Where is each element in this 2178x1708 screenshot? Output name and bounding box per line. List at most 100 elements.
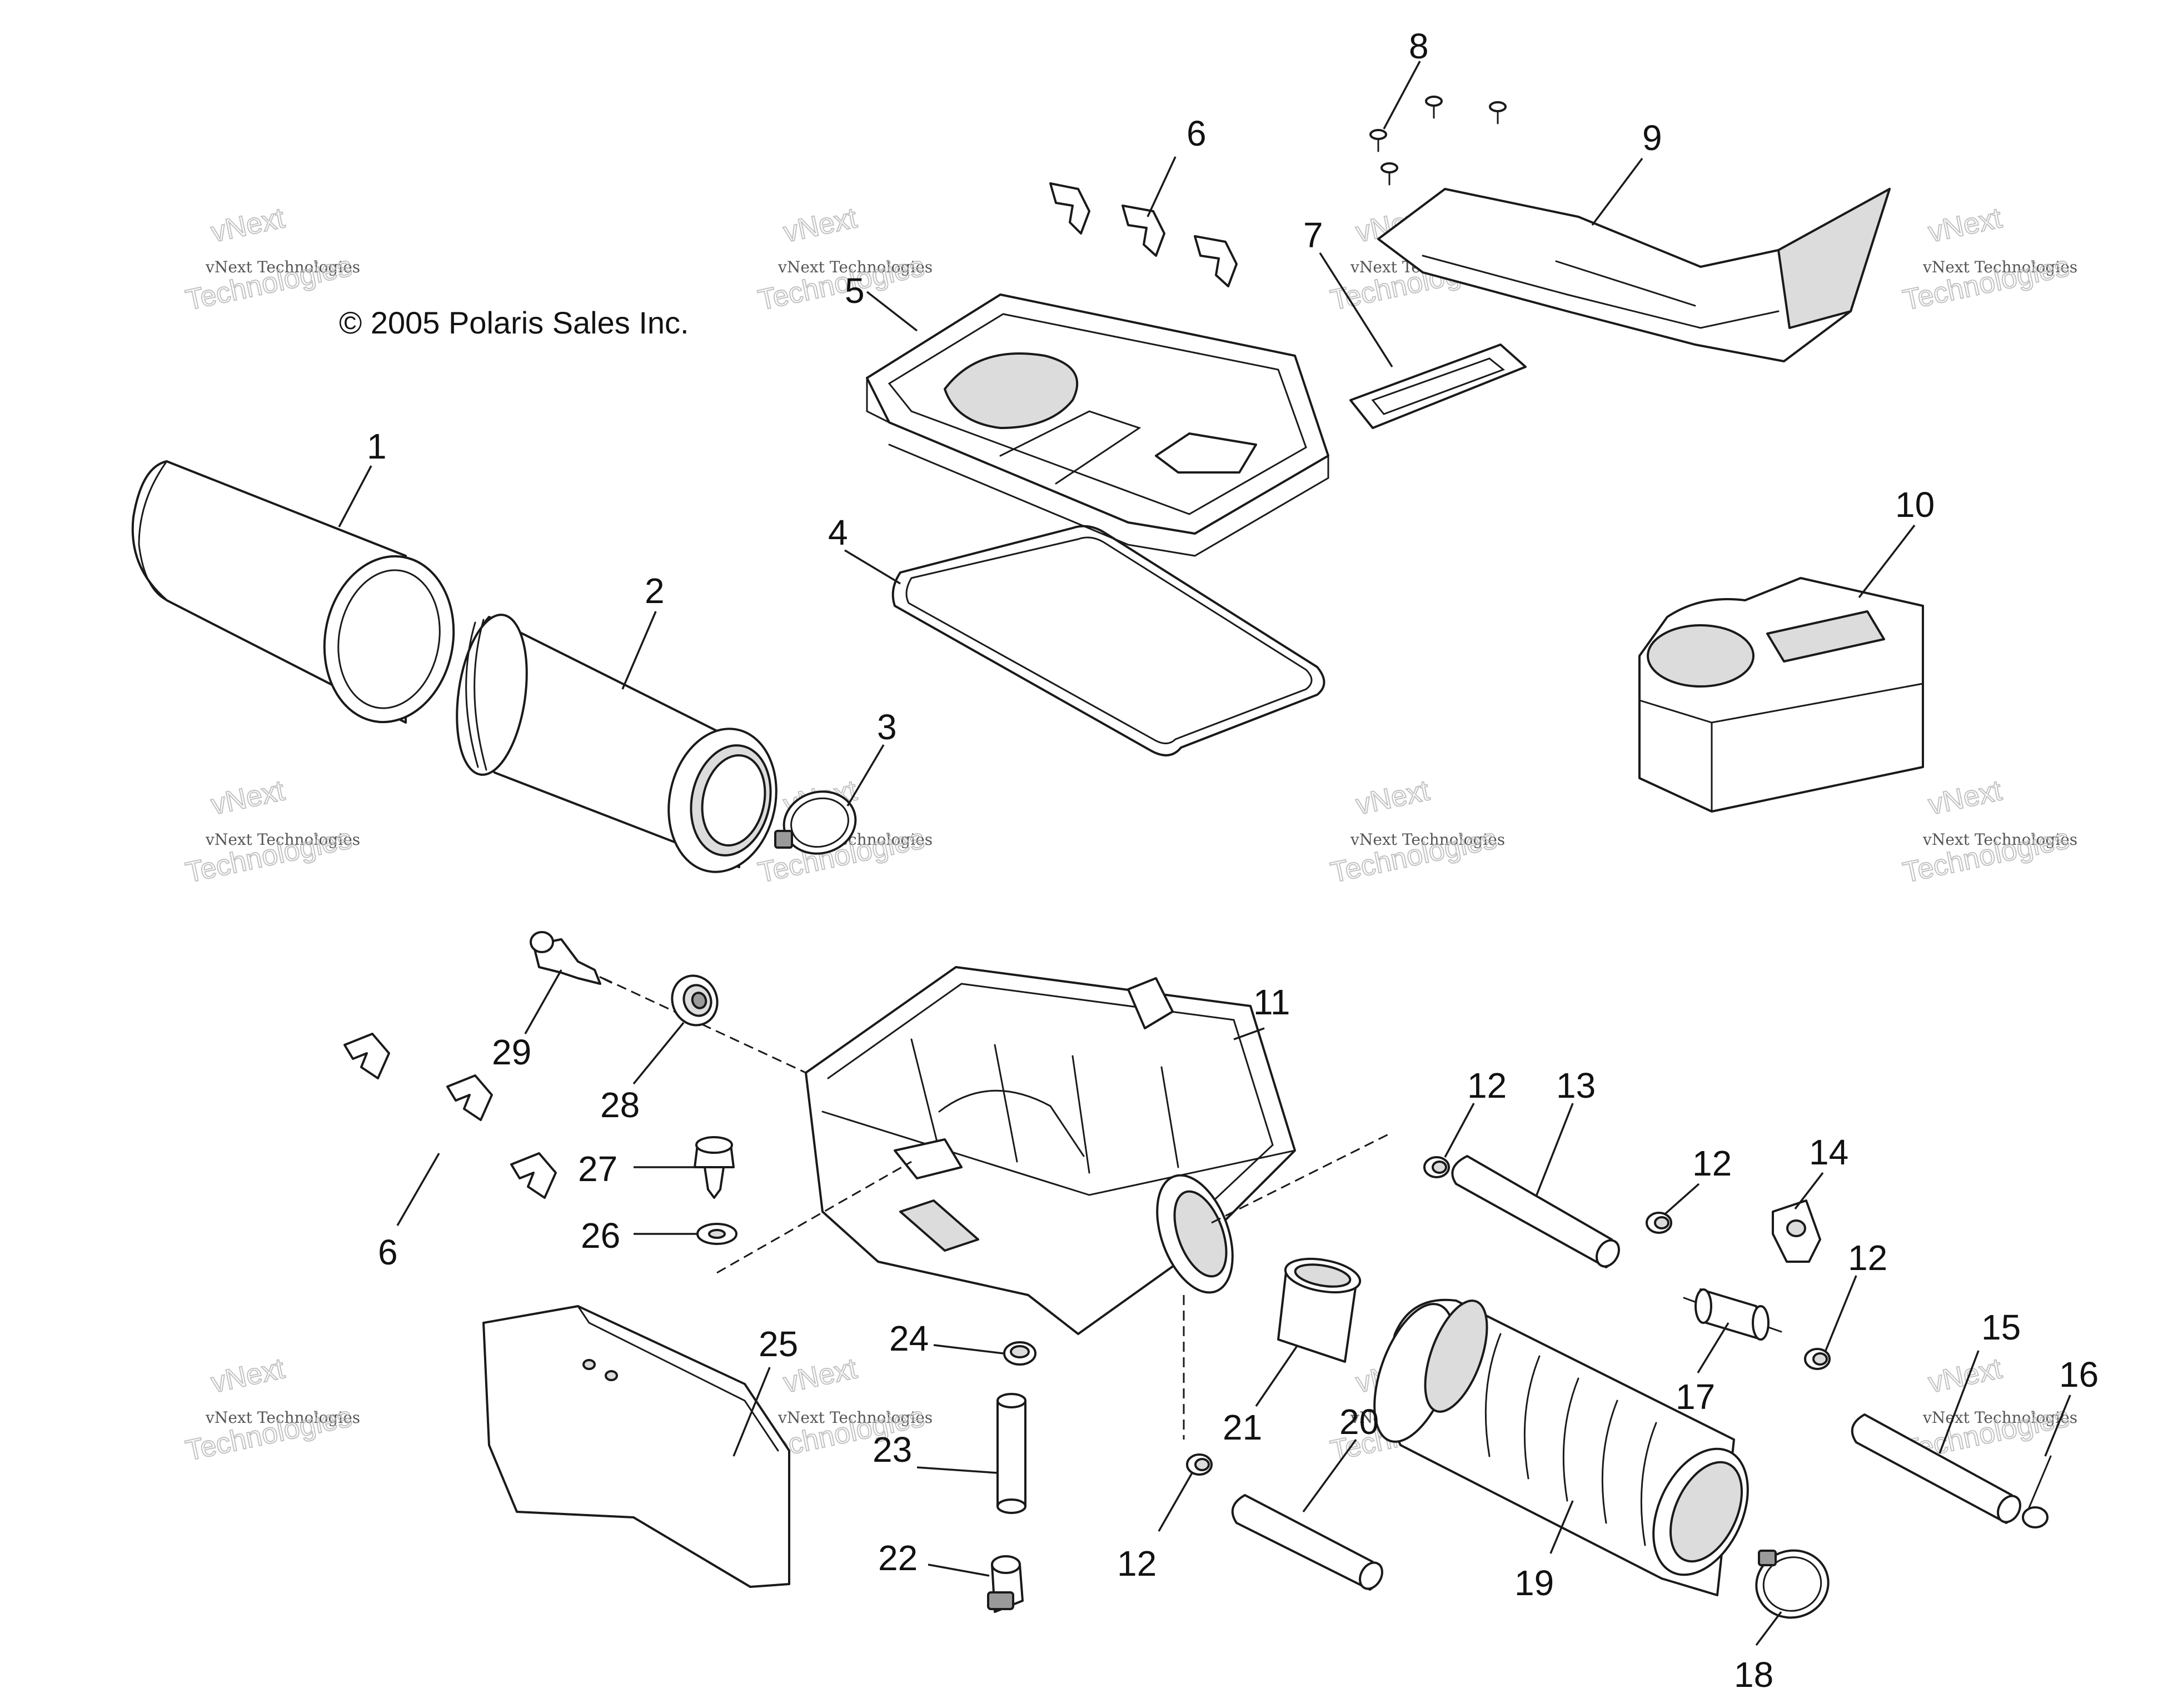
leader-13: [1536, 1103, 1574, 1196]
callout-12c: 12: [1848, 1238, 1887, 1278]
callout-21: 21: [1223, 1407, 1262, 1447]
callout-9: 9: [1642, 118, 1662, 158]
part-9-intake-duct: [1377, 188, 1891, 362]
watermark-large-top: vNext: [1926, 1352, 2005, 1399]
leader-29: [524, 969, 562, 1034]
part-17-inline-filter: [1683, 1288, 1782, 1341]
callout-13: 13: [1556, 1065, 1596, 1106]
leader-16: [2044, 1395, 2071, 1457]
part-29-sensor: [530, 931, 612, 985]
part-4-lid-gasket: [891, 525, 1325, 756]
leader-11: [1233, 1027, 1265, 1040]
screw: [1489, 101, 1507, 125]
watermark-large-top: vNext: [208, 774, 288, 821]
watermark-large-top: vNext: [1926, 774, 2005, 821]
watermark: vNext vNext Technologies Technologies: [1327, 774, 1505, 890]
callout-7: 7: [1303, 215, 1323, 255]
callout-8: 8: [1409, 26, 1429, 66]
part-25-cover-panel: [482, 1305, 790, 1588]
part-12-small-clamp: [1423, 1156, 1450, 1178]
callout-22: 22: [878, 1538, 918, 1578]
watermark: vNext vNext Technologies Technologies: [1900, 774, 2077, 890]
callout-27: 27: [578, 1149, 617, 1189]
leader-12d: [1158, 1472, 1193, 1532]
copyright-notice: © 2005 Polaris Sales Inc.: [339, 305, 689, 340]
leader-12c: [1825, 1275, 1857, 1351]
part-2-filter-element: [456, 614, 777, 873]
part-20-hose: [1231, 1494, 1383, 1591]
part-1-prefilter-sleeve: [131, 460, 455, 724]
part-21-coupler-ring: [1277, 1258, 1362, 1363]
callout-18: 18: [1734, 1655, 1773, 1695]
callout-3: 3: [877, 707, 897, 747]
watermark-small: vNext Technologies: [205, 830, 360, 849]
callout-12b: 12: [1692, 1143, 1732, 1183]
watermark-small: vNext Technologies: [205, 258, 360, 276]
leader-18: [1755, 1611, 1782, 1646]
callout-1: 1: [367, 426, 387, 466]
callout-6-bottom: 6: [378, 1232, 398, 1272]
watermark-small: vNext Technologies: [1350, 830, 1505, 849]
leader-28: [632, 1022, 685, 1085]
part-3-hose-clamp: [774, 790, 857, 855]
callout-16: 16: [2059, 1355, 2099, 1395]
leader-14: [1794, 1172, 1824, 1210]
leader-8: [1383, 61, 1421, 130]
watermark: vNext vNext Technologies Technologies: [182, 774, 360, 890]
part-6-clips-bottom: [343, 1033, 557, 1199]
callout-12d: 12: [1117, 1543, 1157, 1583]
callout-25: 25: [759, 1324, 798, 1364]
watermark-small: vNext Technologies: [1922, 258, 2077, 276]
callout-5: 5: [845, 271, 865, 311]
leader-5: [866, 291, 918, 332]
part-12-small-clamp: [1186, 1453, 1213, 1476]
leader-17: [1697, 1322, 1730, 1373]
callout-14: 14: [1809, 1132, 1848, 1172]
part-12-small-clamp: [1646, 1212, 1672, 1234]
leader-6-bottom: [396, 1153, 440, 1226]
part-10-foam-block: [1638, 577, 1924, 813]
callout-6-top: 6: [1187, 113, 1207, 153]
part-19-intake-boot: [1373, 1298, 1749, 1596]
part-24-small-clamp: [1003, 1341, 1036, 1366]
part-11-airbox: [805, 966, 1296, 1335]
part-7-cover-plate: [1349, 343, 1527, 429]
watermark-small: vNext Technologies: [777, 1408, 933, 1427]
leader-25: [732, 1367, 771, 1457]
part-28-grommet: [671, 974, 719, 1027]
leader-10: [1858, 524, 1916, 599]
callout-10: 10: [1895, 485, 1935, 525]
assembly-centerline: [1211, 1133, 1390, 1224]
callout-24: 24: [889, 1318, 929, 1358]
watermark: vNext vNext Technologies Technologies: [182, 1352, 360, 1468]
part-8-screws: [1369, 96, 1507, 186]
leader-22: [928, 1563, 990, 1577]
part-18-hose-clamp: [1755, 1549, 1830, 1619]
part-5-airbox-lid: [866, 293, 1329, 557]
screw: [1380, 162, 1398, 186]
watermark-large-top: vNext: [781, 202, 860, 248]
callout-4: 4: [828, 512, 848, 552]
watermark-large-top: vNext: [208, 202, 288, 248]
watermark-large-top: vNext: [208, 1352, 288, 1399]
callout-20: 20: [1339, 1402, 1379, 1442]
part-6-clips-top: [1049, 182, 1238, 287]
leader-15: [1938, 1350, 1980, 1454]
part-22-drain-valve: [987, 1555, 1024, 1613]
leader-21: [1255, 1345, 1299, 1407]
assembly-centerline: [602, 977, 806, 1074]
watermark: vNext vNext Technologies Technologies: [1900, 201, 2077, 317]
leader-24: [933, 1344, 1004, 1355]
callout-19: 19: [1514, 1563, 1554, 1603]
callout-28: 28: [600, 1085, 640, 1125]
callout-26: 26: [581, 1216, 620, 1256]
screw: [1425, 96, 1443, 119]
callout-29: 29: [492, 1032, 531, 1072]
watermark: vNext vNext Technologies Technologies: [755, 201, 933, 317]
callout-15: 15: [1981, 1307, 2021, 1347]
watermark: vNext vNext Technologies Technologies: [182, 201, 360, 317]
watermark-small: vNext Technologies: [205, 1408, 360, 1427]
watermark-small: vNext Technologies: [1922, 1408, 2077, 1427]
watermark-large-top: vNext: [1353, 774, 1433, 821]
